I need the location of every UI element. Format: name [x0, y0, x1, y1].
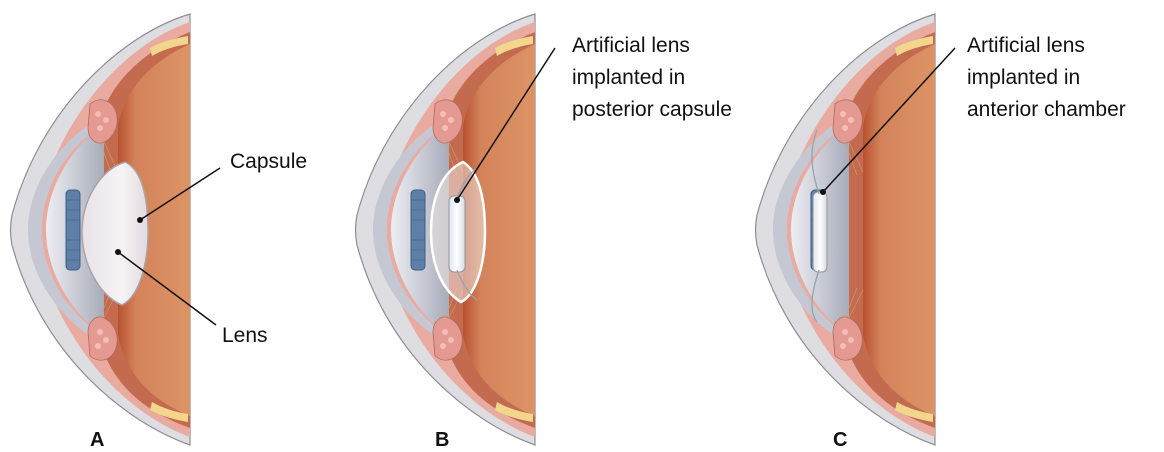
artificial-lens-c [813, 192, 827, 272]
iol-label-b-line1: Artificial lens [572, 34, 690, 57]
panel-a: Capsule Lens A [11, 14, 308, 451]
iol-label-b-line3: posterior capsule [572, 98, 732, 121]
iol-callout-dot-b [454, 197, 460, 203]
iol-label-c-line3: anterior chamber [967, 98, 1126, 121]
panel-c: Artificial lens implanted in anterior ch… [756, 14, 1126, 451]
panel-b: Artificial lens implanted in posterior c… [356, 14, 732, 451]
iol-label-c-line2: implanted in [967, 66, 1080, 89]
iol-label-c-line1: Artificial lens [967, 34, 1085, 57]
panel-letter-b: B [435, 429, 449, 451]
capsule-callout-dot [137, 217, 143, 223]
panel-letter-c: C [833, 429, 847, 451]
capsule-label: Capsule [230, 150, 307, 173]
eye-section-c [756, 14, 936, 445]
lens-callout-dot [115, 249, 121, 255]
lens-label: Lens [222, 324, 268, 347]
artificial-lens-b [449, 196, 465, 272]
iol-callout-dot-c [820, 189, 826, 195]
iol-label-b-line2: implanted in [572, 66, 685, 89]
panel-letter-a: A [90, 429, 104, 451]
